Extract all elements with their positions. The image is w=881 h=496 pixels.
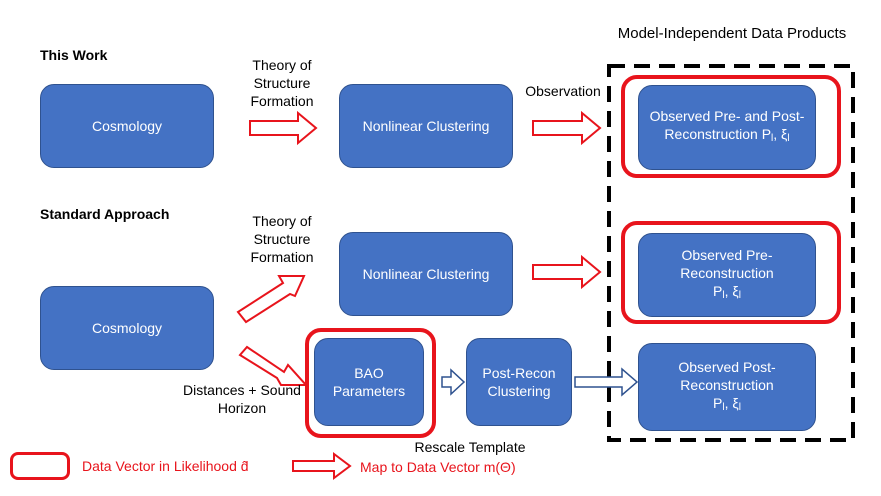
model-independent-heading: Model-Independent Data Products: [617, 25, 847, 42]
rescale-template-label: Rescale Template: [414, 439, 526, 455]
observed-post-line1: Observed Post-: [678, 358, 776, 375]
observed-post-line2: Reconstruction: [680, 376, 774, 393]
arrow-nonlinear-to-observed-pre: [532, 254, 602, 290]
cosmology-top-label: Cosmology: [91, 118, 163, 134]
highlight-observed-top: [621, 75, 841, 178]
bao-parameters-box: BAO Parameters: [314, 338, 424, 426]
observed-top-line2: Reconstruction P: [664, 126, 772, 142]
observed-post-line3: Pl, ξl: [713, 394, 741, 413]
arrow-cosmology-to-nonlinear-top: [249, 110, 318, 146]
arrow-cosmology-to-bao: [238, 345, 309, 386]
highlight-observed-pre: [621, 221, 841, 324]
model-independent-dashed-frame: [607, 64, 855, 442]
cosmology-box-top: Cosmology: [40, 84, 214, 168]
postrecon-clustering-box: Post-Recon Clustering: [466, 338, 572, 426]
bao-label: BAO Parameters: [332, 365, 406, 399]
theory-label-bottom: Theory of Structure Formation: [250, 213, 314, 265]
legend-map-to: Map to Data Vector m(Θ): [360, 459, 516, 475]
arrow-bao-to-postrecon: [441, 368, 466, 396]
nonlinear-clustering-box-top: Nonlinear Clustering: [339, 84, 513, 168]
postrecon-label: Post-Recon Clustering: [482, 365, 556, 399]
legend-red-box: [10, 452, 70, 480]
arrow-cosmology-to-nonlinear-bottom: [236, 275, 306, 324]
observed-pre-line3: Pl, ξl: [713, 282, 741, 301]
highlight-bao: [305, 328, 436, 438]
observed-top-line1: Observed Pre- and Post-: [649, 108, 805, 124]
nonlinear-clustering-box-bottom: Nonlinear Clustering: [339, 232, 513, 316]
arrow-postrecon-to-observed-post: [574, 367, 639, 397]
legend-red-arrow: [292, 452, 352, 480]
observation-label: Observation: [525, 83, 601, 99]
standard-approach-heading: Standard Approach: [40, 206, 170, 222]
cosmology-bottom-label: Cosmology: [91, 320, 163, 336]
nonlinear-bottom-label: Nonlinear Clustering: [362, 266, 490, 282]
nonlinear-top-label: Nonlinear Clustering: [362, 118, 490, 134]
theory-label-top: Theory of Structure Formation: [250, 57, 314, 109]
this-work-heading: This Work: [40, 47, 108, 63]
cosmology-box-bottom: Cosmology: [40, 286, 214, 370]
legend-data-vector: Data Vector in Likelihood d̂: [82, 458, 249, 474]
observed-pre-line1: Observed Pre-: [681, 246, 773, 263]
distances-label: Distances + Sound Horizon: [183, 382, 301, 416]
arrow-nonlinear-to-observed-top: [532, 110, 602, 146]
observed-pre-line2: Reconstruction: [680, 264, 774, 281]
observed-pre-box: Observed Pre- Reconstruction Pl, ξl: [638, 233, 816, 317]
observed-post-box: Observed Post- Reconstruction Pl, ξl: [638, 343, 816, 431]
observed-pre-post-box: Observed Pre- and Post- Reconstruction P…: [638, 85, 816, 170]
